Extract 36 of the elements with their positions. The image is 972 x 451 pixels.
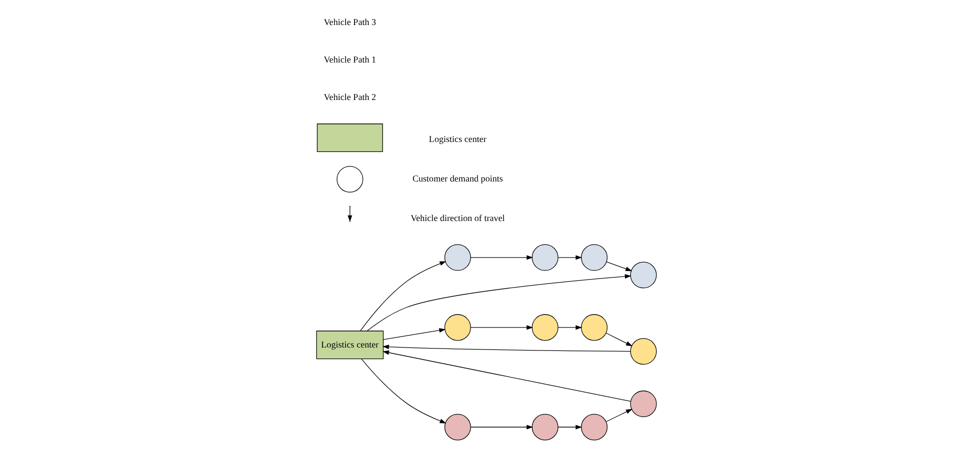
label: Vehicle Path 3 xyxy=(323,16,376,27)
arrow xyxy=(605,332,632,346)
node-circle xyxy=(630,338,656,365)
node-circle xyxy=(630,262,656,288)
arrow xyxy=(557,424,582,430)
node-circle xyxy=(580,414,608,440)
arrow xyxy=(382,328,446,340)
arrow xyxy=(606,261,632,272)
arrow xyxy=(470,325,533,330)
legend-label: Customer demand points xyxy=(412,174,502,184)
arrow xyxy=(382,350,630,402)
arrow xyxy=(605,408,632,422)
node-circle xyxy=(336,166,363,192)
node-box: Logistics center xyxy=(316,330,384,360)
label: Vehicle Path 1 xyxy=(323,54,376,65)
node-circle xyxy=(531,314,558,341)
label: Vehicle Path 2 xyxy=(323,92,376,102)
node-box xyxy=(316,124,382,152)
node-circle xyxy=(580,244,608,271)
node-circle xyxy=(444,244,470,271)
node-circle xyxy=(531,244,558,271)
arrow xyxy=(470,255,533,260)
arrow xyxy=(360,358,446,424)
arrow xyxy=(366,274,631,332)
node-circle xyxy=(444,314,470,341)
legend-label: Vehicle direction of travel xyxy=(410,213,504,224)
node-circle xyxy=(580,314,608,341)
node-circle xyxy=(531,414,558,440)
arrow xyxy=(360,261,446,332)
arrow xyxy=(557,325,582,330)
arrow xyxy=(470,424,533,430)
arrow xyxy=(557,255,582,260)
legend-label: Logistics center xyxy=(428,134,486,144)
node-circle xyxy=(630,390,656,418)
arrow xyxy=(382,344,630,352)
node-circle xyxy=(444,414,470,440)
